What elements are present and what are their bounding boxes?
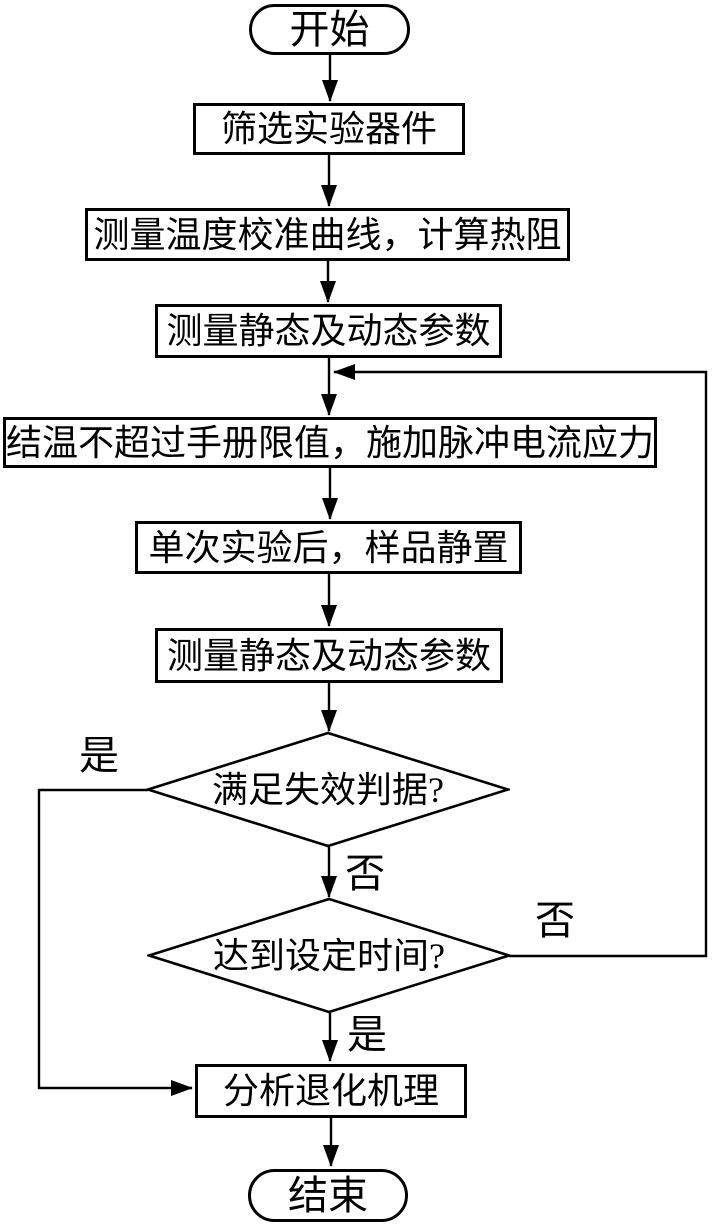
node-measure-params-repeat-label: 测量静态及动态参数 [166,635,491,676]
node-measure-calibration: 测量温度校准曲线，计算热阻 [85,208,570,261]
node-apply-stress: 结温不超过手册限值，施加脉冲电流应力 [3,417,657,468]
node-end: 结束 [248,1169,408,1222]
edge-label-failure-no: 否 [343,851,387,896]
node-start: 开始 [249,4,410,55]
node-measure-calibration-label: 测量温度校准曲线，计算热阻 [93,214,562,255]
node-analyze-degradation: 分析退化机理 [195,1064,467,1118]
node-measure-params-repeat: 测量静态及动态参数 [155,628,503,683]
node-time-decision: 达到设定时间? [147,897,511,1014]
diamond-shape [146,731,510,848]
node-time-decision-label: 达到设定时间? [213,935,445,976]
edge-failure-yes-loop [37,788,193,1096]
node-failure-decision: 满足失效判据? [146,731,510,848]
edge-label-time-yes: 是 [345,1012,389,1057]
edge-label-time-no: 否 [533,898,577,943]
diamond-shape [147,897,511,1014]
edge-time-no-loop [333,364,708,958]
node-failure-decision-label: 满足失效判据? [212,769,444,810]
node-apply-stress-label: 结温不超过手册限值，施加脉冲电流应力 [6,422,655,463]
node-screen-devices-label: 筛选实验器件 [220,109,437,149]
node-measure-params-initial: 测量静态及动态参数 [155,304,502,358]
node-screen-devices: 筛选实验器件 [193,103,465,155]
node-rest-sample: 单次实验后，样品静置 [135,521,522,574]
node-rest-sample-label: 单次实验后，样品静置 [148,527,509,568]
node-start-label: 开始 [289,6,370,52]
node-analyze-degradation-label: 分析退化机理 [222,1071,439,1111]
node-measure-params-initial-label: 测量静态及动态参数 [166,311,491,351]
edge-label-failure-yes: 是 [77,733,121,778]
node-end-label: 结束 [288,1172,368,1218]
